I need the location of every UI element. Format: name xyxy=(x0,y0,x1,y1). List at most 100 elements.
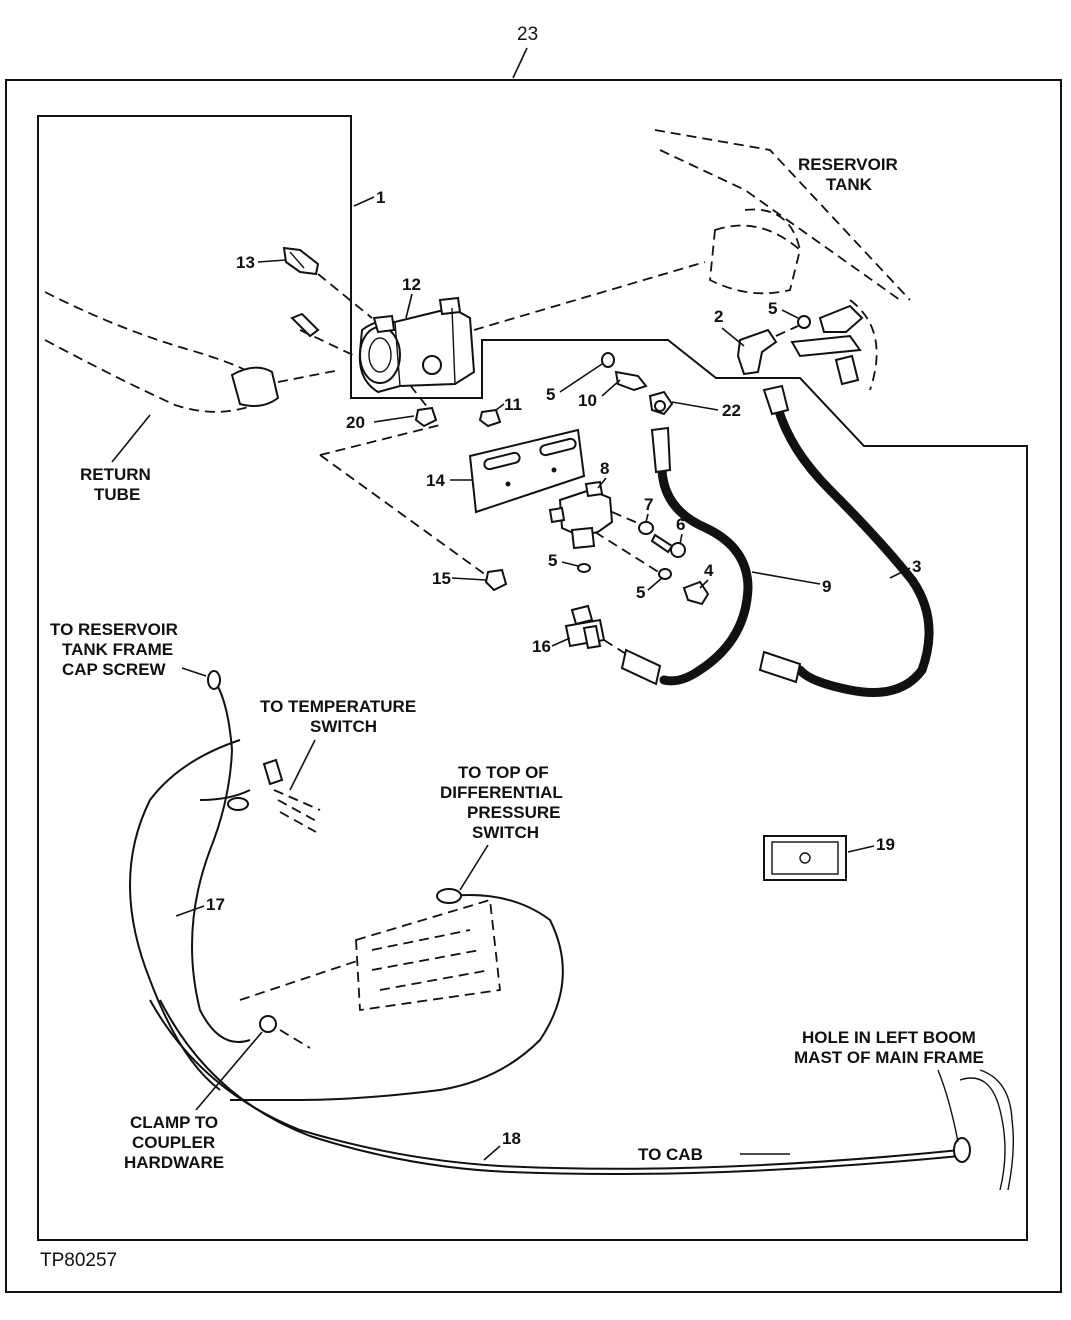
callout-5d-leader xyxy=(647,577,663,591)
callout-11: 11 xyxy=(504,395,522,414)
callout-12-leader xyxy=(405,293,413,319)
fitting-16-dash xyxy=(603,639,627,655)
to-top-label-3: PRESSURE xyxy=(467,803,561,822)
tank-fitting xyxy=(790,304,864,386)
bolt-6 xyxy=(650,533,686,558)
callout-3-leader xyxy=(889,567,911,579)
clamp-leader xyxy=(195,1031,263,1111)
callout-13-leader xyxy=(257,259,287,263)
figure-id: TP80257 xyxy=(40,1250,117,1271)
callout-20: 20 xyxy=(346,413,365,432)
callout-5a-leader xyxy=(559,363,603,393)
callout-9: 9 xyxy=(822,577,831,596)
callout-17-leader xyxy=(175,905,205,917)
callout-16-leader xyxy=(551,637,571,647)
inner-frame xyxy=(37,115,1028,1241)
callout-7: 7 xyxy=(644,495,653,514)
to-top-label-4: SWITCH xyxy=(472,823,539,842)
callout-19: 19 xyxy=(876,835,895,854)
washer-7 xyxy=(638,521,654,535)
callout-4-leader xyxy=(699,579,709,589)
to-reservoir-label-2: TANK FRAME xyxy=(62,640,173,659)
callout-12: 12 xyxy=(402,275,421,294)
callout-5b: 5 xyxy=(768,299,777,318)
reservoir-tank-label-1: RESERVOIR xyxy=(798,155,898,174)
callout-1: 1 xyxy=(376,188,385,207)
nut-11 xyxy=(478,408,502,428)
boom-mast xyxy=(959,1069,1015,1191)
callout-10-leader xyxy=(601,379,621,397)
to-reservoir-label-3: CAP SCREW xyxy=(62,660,167,679)
callout-17: 17 xyxy=(206,895,225,914)
callout-8: 8 xyxy=(600,459,609,478)
clamp-label-3: HARDWARE xyxy=(124,1153,224,1172)
outer-frame xyxy=(5,79,1062,1293)
callout-15-leader xyxy=(451,577,487,581)
callout-5b-leader xyxy=(781,309,799,319)
elbow-2-dash xyxy=(775,325,799,337)
callout-5c-leader xyxy=(561,561,579,567)
nut-15 xyxy=(484,568,508,592)
nut-20-dash xyxy=(409,384,429,409)
decal-19 xyxy=(763,835,847,881)
hose-3 xyxy=(758,384,934,697)
reservoir-tank-label-2: TANK xyxy=(826,175,873,194)
callout-9-leader xyxy=(751,571,821,585)
o-ring-5d xyxy=(658,568,672,580)
to-top-label-1: TO TOP OF xyxy=(458,763,549,782)
to-reservoir-leader xyxy=(181,667,207,677)
differential-switch-outline xyxy=(239,898,501,1012)
fitting-13-dash xyxy=(317,273,373,319)
o-ring-5b xyxy=(797,315,811,329)
callout-22-leader xyxy=(671,401,719,411)
clamp-label-1: CLAMP TO xyxy=(130,1113,218,1132)
bracket-dash xyxy=(319,424,491,579)
callout-4: 4 xyxy=(704,561,714,580)
to-temp-label-1: TO TEMPERATURE xyxy=(260,697,416,716)
top-callout-leader xyxy=(512,47,528,79)
reservoir-tank xyxy=(654,129,911,391)
hole-label-2: MAST OF MAIN FRAME xyxy=(794,1048,984,1067)
filter-bolt xyxy=(290,312,320,338)
callout-14: 14 xyxy=(426,471,445,490)
to-top-leader xyxy=(459,844,489,891)
callout-6: 6 xyxy=(676,515,685,534)
o-ring-5c xyxy=(577,563,591,573)
filter-to-tank-dash xyxy=(473,261,706,331)
callout-16: 16 xyxy=(532,637,551,656)
fitting-4 xyxy=(682,580,710,606)
temperature-switch xyxy=(273,789,321,833)
return-tube-label-1: RETURN xyxy=(80,465,151,484)
coupler-hardware xyxy=(279,1029,311,1049)
return-tube xyxy=(44,291,341,413)
return-tube-label-2: TUBE xyxy=(94,485,140,504)
switch-dash xyxy=(594,531,669,579)
to-top-label-2: DIFFERENTIAL xyxy=(440,783,563,802)
callout-11-leader xyxy=(495,403,505,411)
switch-dash-2 xyxy=(611,511,641,525)
filter-bolt-dash xyxy=(299,329,356,357)
elbow-22 xyxy=(648,390,674,416)
callout-3: 3 xyxy=(912,557,921,576)
callout-19-leader xyxy=(847,845,875,853)
clamp-label-2: COUPLER xyxy=(132,1133,215,1152)
bracket-plate-14 xyxy=(468,428,586,514)
callout-2: 2 xyxy=(714,307,723,326)
filter-head xyxy=(358,296,476,394)
elbow-2 xyxy=(736,328,778,376)
hole-label-1: HOLE IN LEFT BOOM xyxy=(802,1028,976,1047)
callout-7-leader xyxy=(645,513,649,523)
to-cab-label: TO CAB xyxy=(638,1145,703,1164)
top-callout: 23 xyxy=(517,24,538,45)
pressure-switch-8 xyxy=(548,480,614,550)
callout-20-leader xyxy=(373,415,415,423)
to-temp-leader xyxy=(289,739,316,791)
fitting-16 xyxy=(564,604,606,650)
to-temp-label-2: SWITCH xyxy=(310,717,377,736)
hose-9 xyxy=(620,426,753,686)
callout-10: 10 xyxy=(578,391,597,410)
return-tube-leader xyxy=(111,414,151,463)
fitting-13 xyxy=(282,246,320,276)
callout-2-leader xyxy=(721,327,745,347)
